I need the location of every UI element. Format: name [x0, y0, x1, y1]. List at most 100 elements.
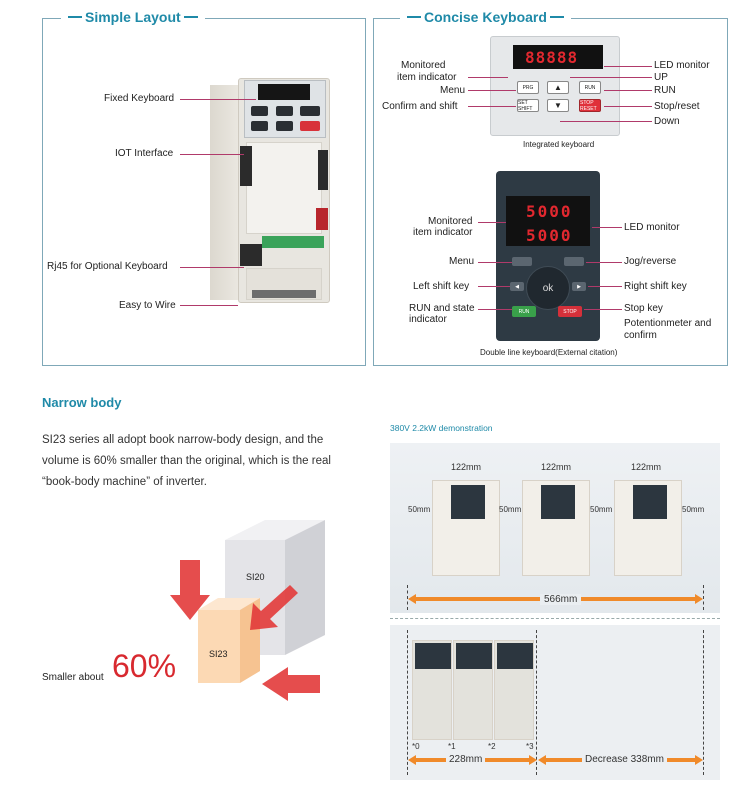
- concise-keyboard-title: Concise Keyboard: [400, 9, 571, 25]
- kb2-label-run-state: RUN and state: [409, 303, 475, 314]
- width-label-1: 122mm: [451, 462, 482, 472]
- integrated-display: [513, 45, 603, 69]
- kb1-leader-run: [604, 90, 652, 91]
- run-key[interactable]: RUN: [579, 81, 601, 94]
- kb2-leader-jog-reverse: [586, 262, 622, 263]
- smaller-about-label: Smaller about: [42, 672, 104, 683]
- inverter-key-stop: [300, 121, 320, 131]
- kb1-leader-confirm-shift: [468, 106, 516, 107]
- rj45-port: [240, 244, 262, 266]
- kb1-label-down: Down: [654, 116, 680, 127]
- side-connector: [318, 150, 328, 190]
- index-label-3: *3: [526, 742, 534, 751]
- bottom-arrow-right-1: [529, 755, 537, 765]
- demo-inverter-2: [522, 480, 590, 576]
- leader-easy-wire: [180, 305, 238, 306]
- up-key[interactable]: ▲: [547, 81, 569, 94]
- left-shift-key[interactable]: ◀: [510, 282, 524, 291]
- cube-illustration: [170, 520, 325, 701]
- kb2-caption: Double line keyboard(External citation): [480, 348, 618, 357]
- prg-key[interactable]: PRG: [517, 81, 539, 94]
- simple-layout-title-text: Simple Layout: [85, 9, 181, 25]
- led-bottom-value: 5000: [526, 226, 573, 245]
- label-iot-interface: IOT Interface: [115, 148, 174, 159]
- integrated-keyboard: 88888 PRG ▲ RUN SET SHIFT ▼ STOP RESET: [490, 36, 620, 136]
- menu-key[interactable]: [512, 257, 532, 266]
- index-label-1: *1: [448, 742, 456, 751]
- inverter-key-prg: [251, 106, 268, 116]
- kb1-label-item-indicator: item indicator: [397, 72, 457, 83]
- simple-layout-title: Simple Layout: [61, 9, 205, 25]
- leader-rj45: [180, 267, 244, 268]
- gap-label-2: 50mm: [499, 505, 522, 514]
- kb1-label-menu: Menu: [440, 85, 466, 96]
- led-top-value: 5000: [526, 202, 573, 221]
- demo-inverter-3: [614, 480, 682, 576]
- index-label-0: *0: [412, 742, 420, 751]
- si23-cube-top: [198, 598, 260, 610]
- kb2-label-confirm: confirm: [624, 330, 657, 341]
- kb1-leader-stop-reset: [604, 106, 652, 107]
- width-label-2: 122mm: [541, 462, 572, 472]
- stop-key[interactable]: STOP: [558, 306, 582, 317]
- kb1-leader-menu: [468, 90, 516, 91]
- kb1-leader-led-monitor: [604, 66, 652, 67]
- si23-cube-front: [198, 610, 240, 683]
- kb2-label-jog-reverse: Jog/reverse: [624, 256, 677, 267]
- arrow-diagonal: [250, 585, 298, 630]
- kb2-label-monitored: Monitored: [428, 216, 473, 227]
- top-dash-left: [407, 585, 408, 610]
- iot-connector: [240, 146, 252, 186]
- run-state-key[interactable]: RUN: [512, 306, 536, 317]
- demo-caption: 380V 2.2kW demonstration: [390, 423, 493, 433]
- kb2-leader-menu: [478, 262, 512, 263]
- jog-reverse-key[interactable]: [564, 257, 584, 266]
- label-easy-wire: Easy to Wire: [119, 300, 176, 311]
- kb2-label-potentiometer: Potentionmeter and: [624, 318, 712, 329]
- demo-inverter-1: [432, 480, 500, 576]
- inverter-key-set: [251, 121, 268, 131]
- stop-reset-key[interactable]: STOP RESET: [579, 99, 601, 112]
- bottom-dash-mid: [536, 630, 537, 775]
- narrow-body-paragraph: SI23 series all adopt book narrow-body d…: [42, 434, 331, 488]
- index-label-2: *2: [488, 742, 496, 751]
- si20-label: SI20: [246, 572, 265, 582]
- decrease-label: Decrease 338mm: [582, 754, 667, 765]
- kb2-leader-left-shift: [478, 286, 510, 287]
- gap-label-4: 50mm: [682, 505, 705, 514]
- down-key[interactable]: ▼: [547, 99, 569, 112]
- gap-label-1: 50mm: [408, 505, 431, 514]
- demo-bottom-inverter-3: [494, 640, 534, 740]
- bottom-dash-left: [407, 630, 408, 775]
- inverter-key-up: [276, 106, 293, 116]
- inverter-display: [258, 84, 310, 100]
- kb1-label-led-monitor: LED monitor: [654, 60, 710, 71]
- percent-label: 60%: [112, 648, 177, 684]
- kb1-label-monitored: Monitored: [401, 60, 446, 71]
- kb1-label-up: UP: [654, 72, 668, 83]
- label-rj45: Rj45 for Optional Keyboard: [47, 261, 168, 272]
- si23-label: SI23: [209, 649, 228, 659]
- set-shift-key[interactable]: SET SHIFT: [517, 99, 539, 112]
- kb2-leader-stop-key: [584, 309, 622, 310]
- gap-label-3: 50mm: [590, 505, 613, 514]
- right-shift-key[interactable]: ▶: [572, 282, 586, 291]
- kb1-label-confirm-shift: Confirm and shift: [382, 101, 458, 112]
- kb2-label-item-indicator: item indicator: [413, 227, 473, 238]
- demo-bottom-inverter-1: [412, 640, 452, 740]
- kb2-label-indicator: indicator: [409, 314, 447, 325]
- potentiometer-ok[interactable]: ok: [526, 266, 570, 310]
- double-line-keyboard: 5000 5000 ok ◀ ▶ RUN STOP: [496, 171, 600, 341]
- leader-fixed-keyboard: [180, 99, 256, 100]
- arrow-left: [262, 667, 320, 701]
- inverter-key-down: [276, 121, 293, 131]
- terminal-block: [262, 236, 324, 248]
- integrated-led-text: 88888: [525, 48, 579, 67]
- inverter-key-run: [300, 106, 320, 116]
- kb1-label-stop-reset: Stop/reset: [654, 101, 700, 112]
- kb2-leader-run-state: [478, 309, 512, 310]
- kb2-leader-right-shift: [588, 286, 622, 287]
- kb2-label-menu: Menu: [449, 256, 475, 267]
- kb1-caption: Integrated keyboard: [523, 140, 595, 149]
- bottom-arrow-left-1: [408, 755, 416, 765]
